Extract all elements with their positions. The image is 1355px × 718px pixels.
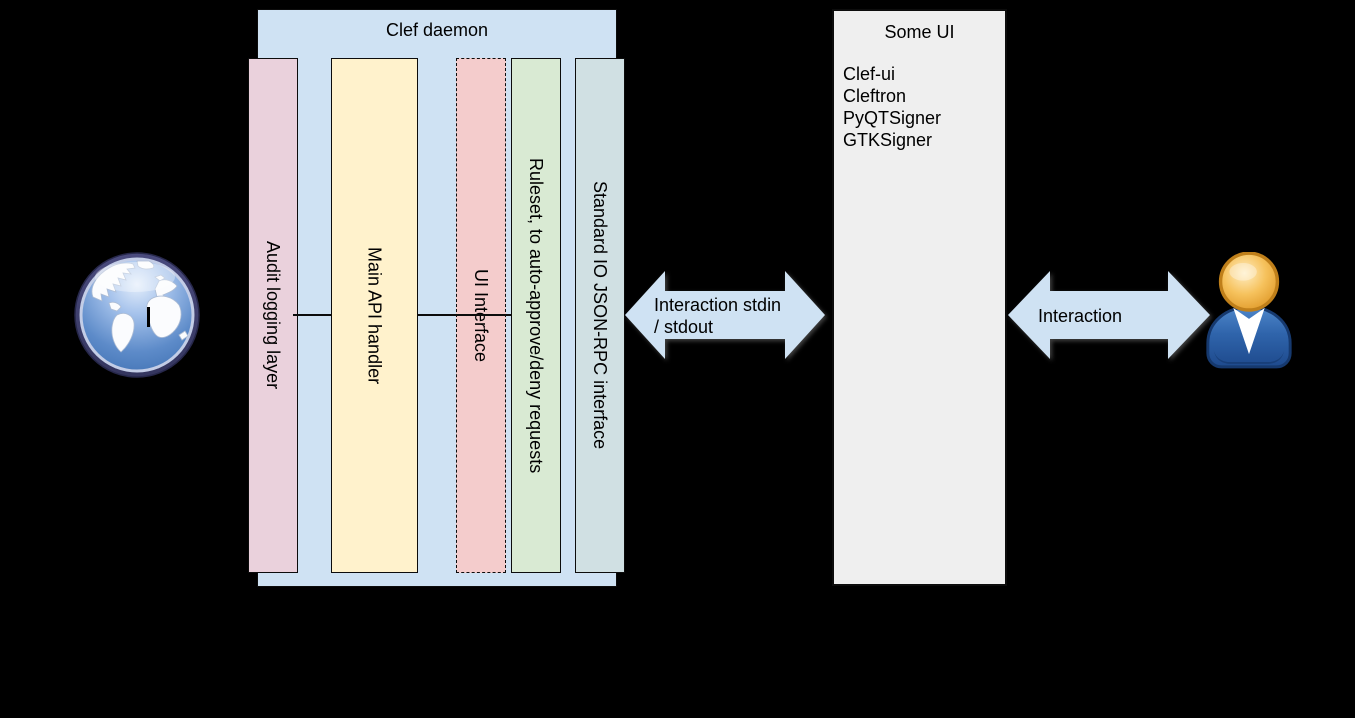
globe-icon	[74, 252, 200, 378]
some-ui-title: Some UI	[884, 22, 955, 42]
globe-cursor-mark	[147, 307, 150, 327]
interaction-double-arrow-icon	[1008, 271, 1210, 359]
column-ruleset: Ruleset, to auto-approve/deny requests	[511, 58, 561, 573]
list-item: Clef-ui	[843, 64, 896, 84]
some-ui-box	[832, 9, 1007, 586]
arrow-label-line: Interaction stdin	[654, 295, 782, 315]
column-stdio-jsonrpc-interface: Standard IO JSON-RPC interface	[575, 58, 625, 573]
stdin-stdout-arrow-label: Interaction stdin / stdout	[654, 294, 781, 338]
stdin-stdout-double-arrow-icon	[625, 271, 825, 359]
connector-line-api-ruleset	[418, 314, 511, 316]
column-label: Main API handler	[364, 246, 385, 385]
clef-daemon-box	[257, 9, 617, 587]
list-item: GTKSigner	[843, 130, 933, 150]
list-item: PyQTSigner	[843, 108, 942, 128]
some-ui-list: Clef-ui Cleftron PyQTSigner GTKSigner	[843, 63, 1003, 151]
column-ui-interface: UI Interface	[456, 58, 506, 573]
column-label: Ruleset, to auto-approve/deny requests	[526, 157, 546, 474]
column-label: Standard IO JSON-RPC interface	[590, 181, 610, 450]
arrow-label-line: / stdout	[654, 317, 714, 337]
interaction-arrow-label: Interaction	[1038, 306, 1123, 326]
column-main-api-handler: Main API handler	[331, 58, 418, 573]
column-label: Audit logging layer	[263, 241, 283, 390]
connector-line-audit-api	[293, 314, 331, 316]
column-audit-logging-layer: Audit logging layer	[248, 58, 298, 573]
clef-daemon-title: Clef daemon	[385, 20, 489, 40]
user-icon	[1206, 252, 1292, 369]
list-item: Cleftron	[843, 86, 907, 106]
